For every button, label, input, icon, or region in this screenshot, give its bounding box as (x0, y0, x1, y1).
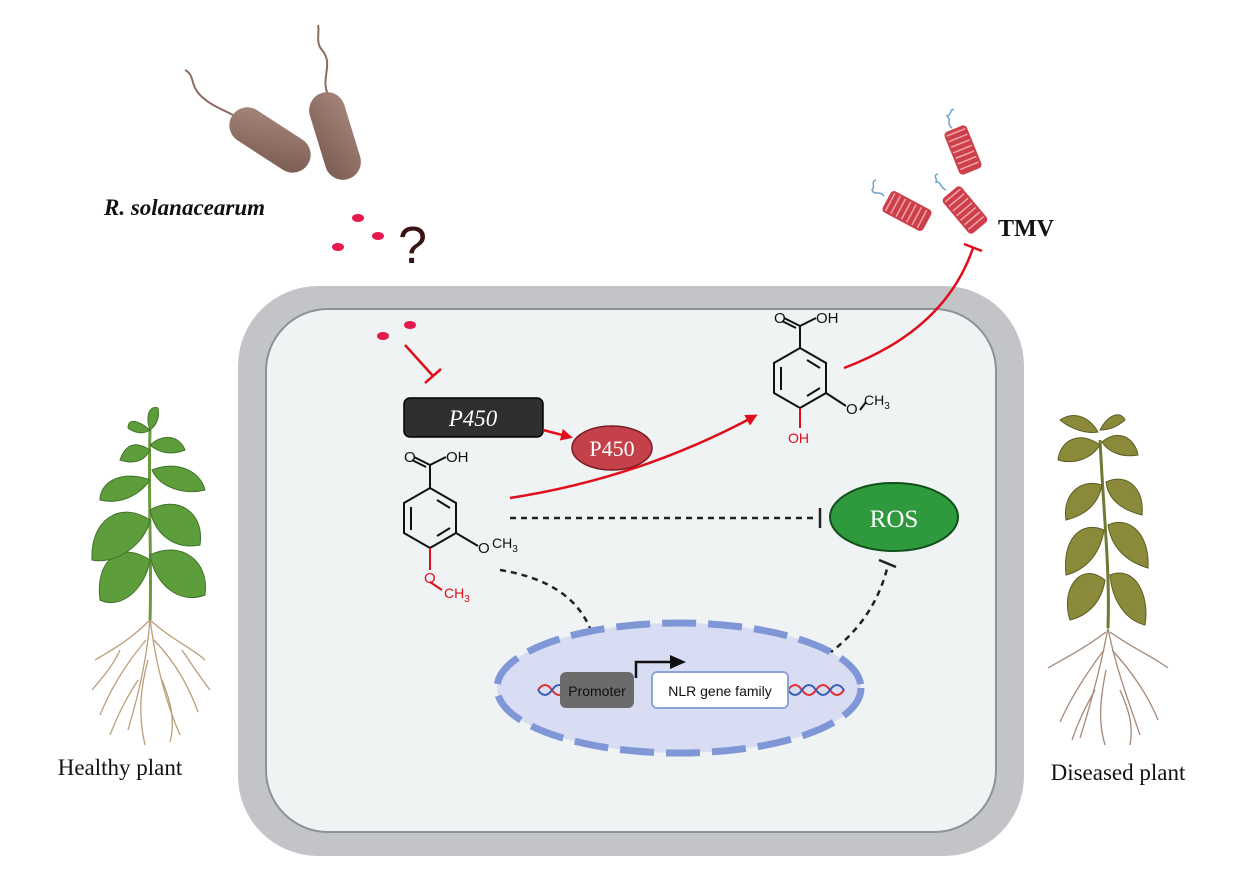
effector-dot (332, 243, 344, 251)
substrate-carbonyl-o: O (404, 449, 416, 466)
pathogen-label: R. solanacearum (103, 195, 265, 220)
p450-enzyme-label: P450 (589, 436, 634, 461)
inhibition-substrate-ros (510, 508, 822, 528)
effector-dot (404, 321, 416, 329)
tmv-particles (871, 108, 988, 234)
diseased-plant-label: Diseased plant (1051, 760, 1186, 785)
flagellum (317, 24, 331, 99)
promoter-label: Promoter (568, 683, 626, 699)
transcription-start-arrow (634, 655, 686, 678)
substrate-molecule (403, 456, 479, 591)
tmv-rna (945, 108, 955, 129)
substrate-methyl: CH3 (492, 535, 518, 555)
question-mark: ? (398, 217, 427, 275)
diseased-roots (1047, 627, 1169, 746)
nlr-gene-box (651, 671, 789, 709)
healthy-plant-label: Healthy plant (58, 755, 183, 780)
p450-gene-label: P450 (448, 406, 498, 431)
substrate-methoxy-o: O (478, 540, 490, 557)
tmv-rna (871, 179, 885, 197)
ros-label: ROS (870, 506, 919, 533)
promoter-box (560, 672, 634, 708)
effector-dot (377, 332, 389, 340)
healthy-stem (147, 429, 153, 621)
bacterium-cell (309, 92, 361, 180)
product-carbonyl-o: O (774, 310, 786, 327)
inhibition-effector-p450 (404, 344, 442, 384)
product-cooh: OH (816, 310, 839, 327)
product-hydroxyl: OH (788, 430, 809, 446)
effector-dot (352, 214, 364, 222)
inhibition-product-tmv (843, 242, 983, 370)
effector-dot (372, 232, 384, 240)
healthy-plant-illustration (91, 406, 211, 746)
substrate-cooh: OH (446, 449, 469, 466)
diseased-leaves (1057, 414, 1149, 626)
arrow-gene-to-enzyme (542, 428, 573, 441)
tmv-label: TMV (998, 216, 1055, 242)
p450-enzyme (571, 425, 653, 471)
diseased-stem (1098, 439, 1110, 629)
diseased-plant-illustration (1047, 414, 1169, 746)
tmv-virion (942, 186, 988, 234)
product-methyl: CH3 (864, 392, 890, 412)
nlr-gene-label: NLR gene family (668, 683, 772, 699)
substrate-red-o: O (424, 570, 436, 587)
plant-cell (238, 286, 1024, 856)
tmv-virion (944, 125, 982, 175)
p450-gene-box (403, 397, 544, 438)
healthy-leaves (91, 406, 207, 604)
bacterium-cell (229, 107, 311, 173)
tmv-rna (934, 173, 947, 191)
healthy-roots (91, 617, 211, 746)
ros-node (829, 482, 959, 552)
arrow-conversion (509, 414, 758, 500)
tmv-virion (882, 191, 932, 231)
product-methoxy-o: O (846, 401, 858, 418)
product-molecule (773, 317, 867, 428)
substrate-red-methyl: CH3 (444, 585, 470, 605)
nuclear-envelope (493, 619, 865, 757)
dna-strand-right (787, 684, 845, 696)
effector-molecules (332, 214, 416, 340)
bacteria-group (184, 24, 361, 180)
inhibition-nlr-ros (789, 558, 897, 678)
